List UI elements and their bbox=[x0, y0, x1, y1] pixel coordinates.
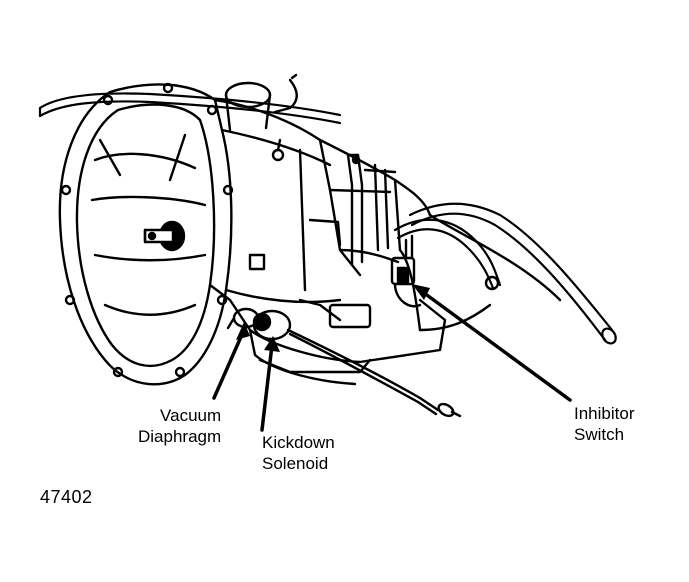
label-inhibitor-line2: Switch bbox=[574, 425, 625, 444]
label-kickdown-line1: Kickdown bbox=[262, 433, 335, 452]
leader-arrows bbox=[212, 288, 572, 432]
label-kickdown-line2: Solenoid bbox=[262, 454, 329, 473]
input-shaft bbox=[143, 220, 186, 252]
oil-pan bbox=[228, 298, 447, 386]
transmission-case bbox=[208, 98, 432, 332]
figure-number: 47402 bbox=[40, 487, 93, 507]
shift-linkage bbox=[346, 153, 397, 267]
label-kickdown-solenoid: Kickdown Solenoid bbox=[262, 432, 335, 474]
label-inhibitor-line1: Inhibitor bbox=[574, 404, 635, 423]
extension-housing bbox=[418, 213, 562, 332]
label-inhibitor-switch: Inhibitor Switch bbox=[574, 403, 634, 445]
bell-housing bbox=[58, 82, 234, 386]
label-vacuum-line1: Vacuum bbox=[160, 406, 222, 425]
arrow-heads bbox=[236, 284, 430, 352]
inhibitor-switch bbox=[390, 234, 422, 308]
cooler-lines bbox=[38, 92, 617, 345]
label-vacuum-diaphragm: Vacuum Diaphragm bbox=[138, 405, 221, 447]
label-vacuum-line2: Diaphragm bbox=[138, 427, 222, 446]
filler-tube bbox=[224, 73, 298, 132]
